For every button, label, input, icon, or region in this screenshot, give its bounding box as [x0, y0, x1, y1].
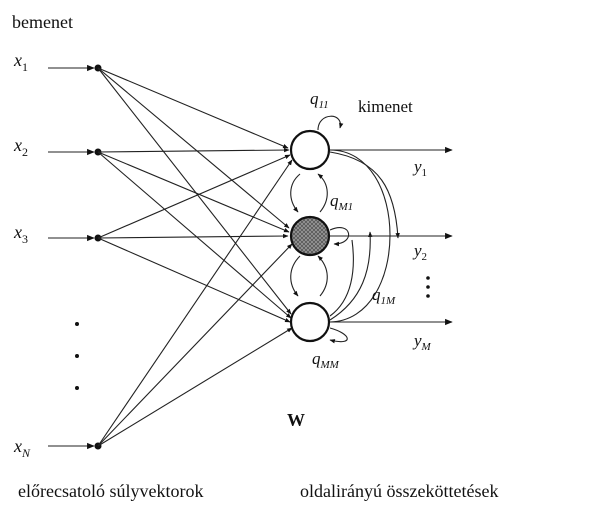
self-loop-qm1	[329, 227, 350, 247]
lateral-arcs	[329, 149, 400, 323]
ellipsis-dot	[426, 285, 430, 289]
output-heading: kimenet	[358, 97, 413, 116]
feedforward-connections	[97, 67, 293, 447]
ellipsis-dot	[75, 354, 79, 358]
output-neuron-highlighted	[289, 215, 331, 257]
lateral-caption: oldalirányú összeköttetések	[300, 481, 498, 501]
feedforward-caption: előrecsatoló súlyvektorok	[18, 481, 203, 501]
output-label-y1: y1	[412, 157, 427, 179]
input-label-xn: xN	[13, 436, 31, 460]
weight-label-qm1: qM1	[330, 191, 353, 213]
ellipsis-dot	[75, 322, 79, 326]
input-label-x2: x2	[13, 135, 28, 159]
output-label-y2: y2	[412, 241, 427, 263]
self-loop-q11	[317, 115, 344, 131]
weight-label-qmm: qMM	[312, 349, 340, 371]
input-label-x3: x3	[13, 222, 28, 246]
lateral-vertical-arrows	[290, 173, 328, 297]
weight-label-q1m: q1M	[372, 285, 396, 307]
weight-label-q11: q11	[310, 89, 329, 111]
output-neuron-m	[289, 301, 331, 343]
ellipsis-dot	[426, 294, 430, 298]
weight-matrix-label: W	[287, 410, 305, 430]
input-heading: bemenet	[12, 12, 73, 32]
ellipsis-dot	[75, 386, 79, 390]
output-label-ym: yM	[412, 331, 432, 353]
output-neuron-1	[289, 129, 331, 171]
self-loop-qmm	[329, 327, 348, 344]
ellipsis-dot	[426, 276, 430, 280]
input-label-x1: x1	[13, 50, 28, 74]
